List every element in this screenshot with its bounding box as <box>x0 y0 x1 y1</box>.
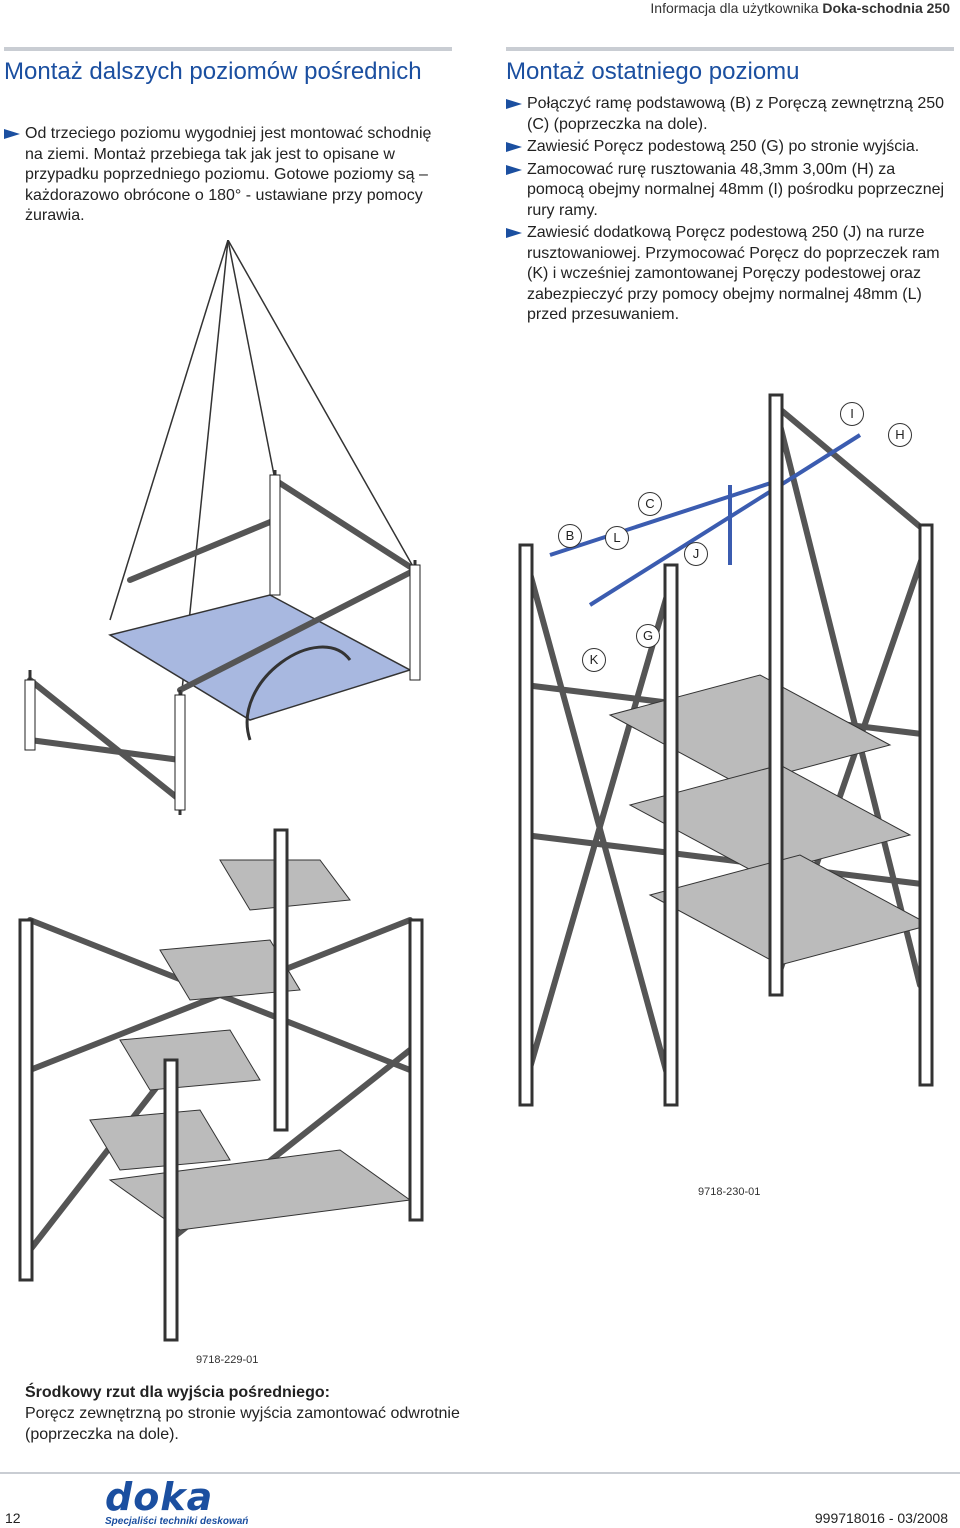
label-H: H <box>888 423 912 447</box>
footer-divider <box>0 1472 960 1474</box>
label-L: L <box>605 526 629 550</box>
caption-text: Poręcz zewnętrzną po stronie wyjścia zam… <box>25 1405 460 1443</box>
doka-logo: doka Specjaliści techniki deskowań <box>105 1475 255 1527</box>
label-J: J <box>684 542 708 566</box>
figure-code: 9718-230-01 <box>698 1186 761 1198</box>
bullet-item: Połączyć ramę podstawową (B) z Poręczą z… <box>506 94 954 135</box>
left-heading: Montaż dalszych poziomów pośrednich <box>4 58 422 85</box>
right-column-bar <box>506 47 954 51</box>
page-header: Informacja dla użytkownika Doka-schodnia… <box>650 0 950 16</box>
final-level-illustration <box>518 393 934 1107</box>
crane-lift-illustration <box>24 240 421 815</box>
label-C: C <box>638 492 662 516</box>
stair-tower-illustration <box>18 828 424 1342</box>
page-number: 12 <box>5 1510 21 1526</box>
logo-tagline: Specjaliści techniki deskowań <box>105 1516 249 1527</box>
left-bullets: Od trzeciego poziomu wygodniej jest mont… <box>4 124 449 229</box>
logo-text: doka <box>105 1475 214 1519</box>
figure-code: 9718-229-01 <box>196 1354 259 1366</box>
figure-caption: Środkowy rzut dla wyjścia pośredniego: P… <box>25 1382 465 1445</box>
left-column-bar <box>4 47 452 51</box>
bullet-item: Zawiesić Poręcz podestową 250 (G) po str… <box>506 137 954 158</box>
bullet-item: Zamocować rurę rusztowania 48,3mm 3,00m … <box>506 160 954 222</box>
label-G: G <box>636 624 660 648</box>
label-B: B <box>558 524 582 548</box>
bullet-item: Od trzeciego poziomu wygodniej jest mont… <box>4 124 449 227</box>
label-I: I <box>840 402 864 426</box>
bullet-item: Zawiesić dodatkową Poręcz podestową 250 … <box>506 223 954 326</box>
label-K: K <box>582 648 606 672</box>
right-bullets: Połączyć ramę podstawową (B) z Poręczą z… <box>506 94 954 328</box>
right-heading: Montaż ostatniego poziomu <box>506 58 800 85</box>
caption-title: Środkowy rzut dla wyjścia pośredniego: <box>25 1384 330 1401</box>
document-number: 999718016 - 03/2008 <box>814 1510 948 1526</box>
